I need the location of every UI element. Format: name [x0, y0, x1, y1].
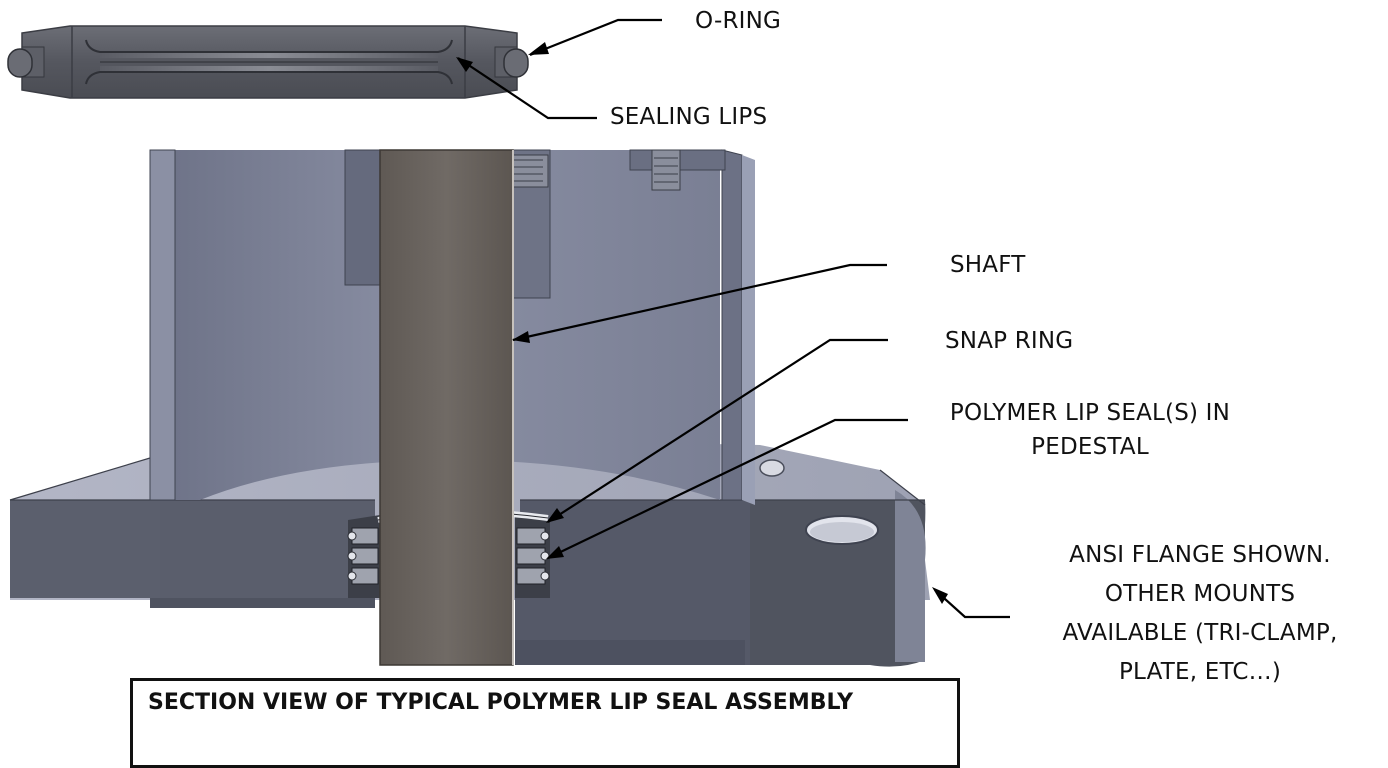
diagram-canvas: O-RING SEALING LIPS SHAFT SNAP RING POLY… — [7, 8, 1370, 768]
flange-label: ANSI FLANGE SHOWN. OTHER MOUNTS AVAILABL… — [1030, 536, 1370, 692]
sealing-lips-arrowhead — [456, 57, 473, 72]
sealing-lips-leader — [457, 57, 597, 120]
lip-seal-cross-section — [21, 25, 518, 99]
shaft-leader — [512, 263, 887, 342]
o-ring-label: O-RING — [695, 8, 782, 34]
sealing-lips-label: SEALING LIPS — [610, 104, 768, 130]
arrowheads — [456, 42, 948, 604]
flange-label-line3: AVAILABLE (TRI-CLAMP, — [1062, 620, 1338, 646]
shaft-label: SHAFT — [950, 252, 1026, 278]
o-ring-shapes — [7, 48, 529, 78]
flange-label-line4: PLATE, ETC…) — [1118, 659, 1282, 685]
lip-seal-leader — [547, 418, 908, 559]
snap-ring-label: SNAP RING — [945, 328, 1074, 354]
assembly-drawing — [7, 18, 1010, 667]
lip-seal-label-line2: PEDESTAL — [1031, 434, 1149, 460]
shaft-arrowhead — [512, 331, 530, 343]
snap-ring-leader — [547, 338, 888, 523]
lip-seal-label-line1: POLYMER LIP SEAL(S) IN — [949, 400, 1231, 426]
lip-seal-label: POLYMER LIP SEAL(S) IN PEDESTAL — [930, 400, 1250, 460]
lip-seal-arrowhead — [546, 546, 564, 559]
flange-label-line1: ANSI FLANGE SHOWN. — [1069, 542, 1331, 568]
leader-lines — [457, 18, 1010, 619]
o-ring-leader — [529, 18, 662, 57]
flange-label-line2: OTHER MOUNTS — [1104, 581, 1296, 607]
flange-arrowhead — [932, 587, 948, 604]
snap-ring-arrowhead — [546, 508, 564, 523]
caption-title: SECTION VIEW OF TYPICAL POLYMER LIP SEAL… — [148, 690, 854, 715]
o-ring-arrowhead — [528, 42, 549, 55]
shaft-body — [379, 149, 514, 666]
